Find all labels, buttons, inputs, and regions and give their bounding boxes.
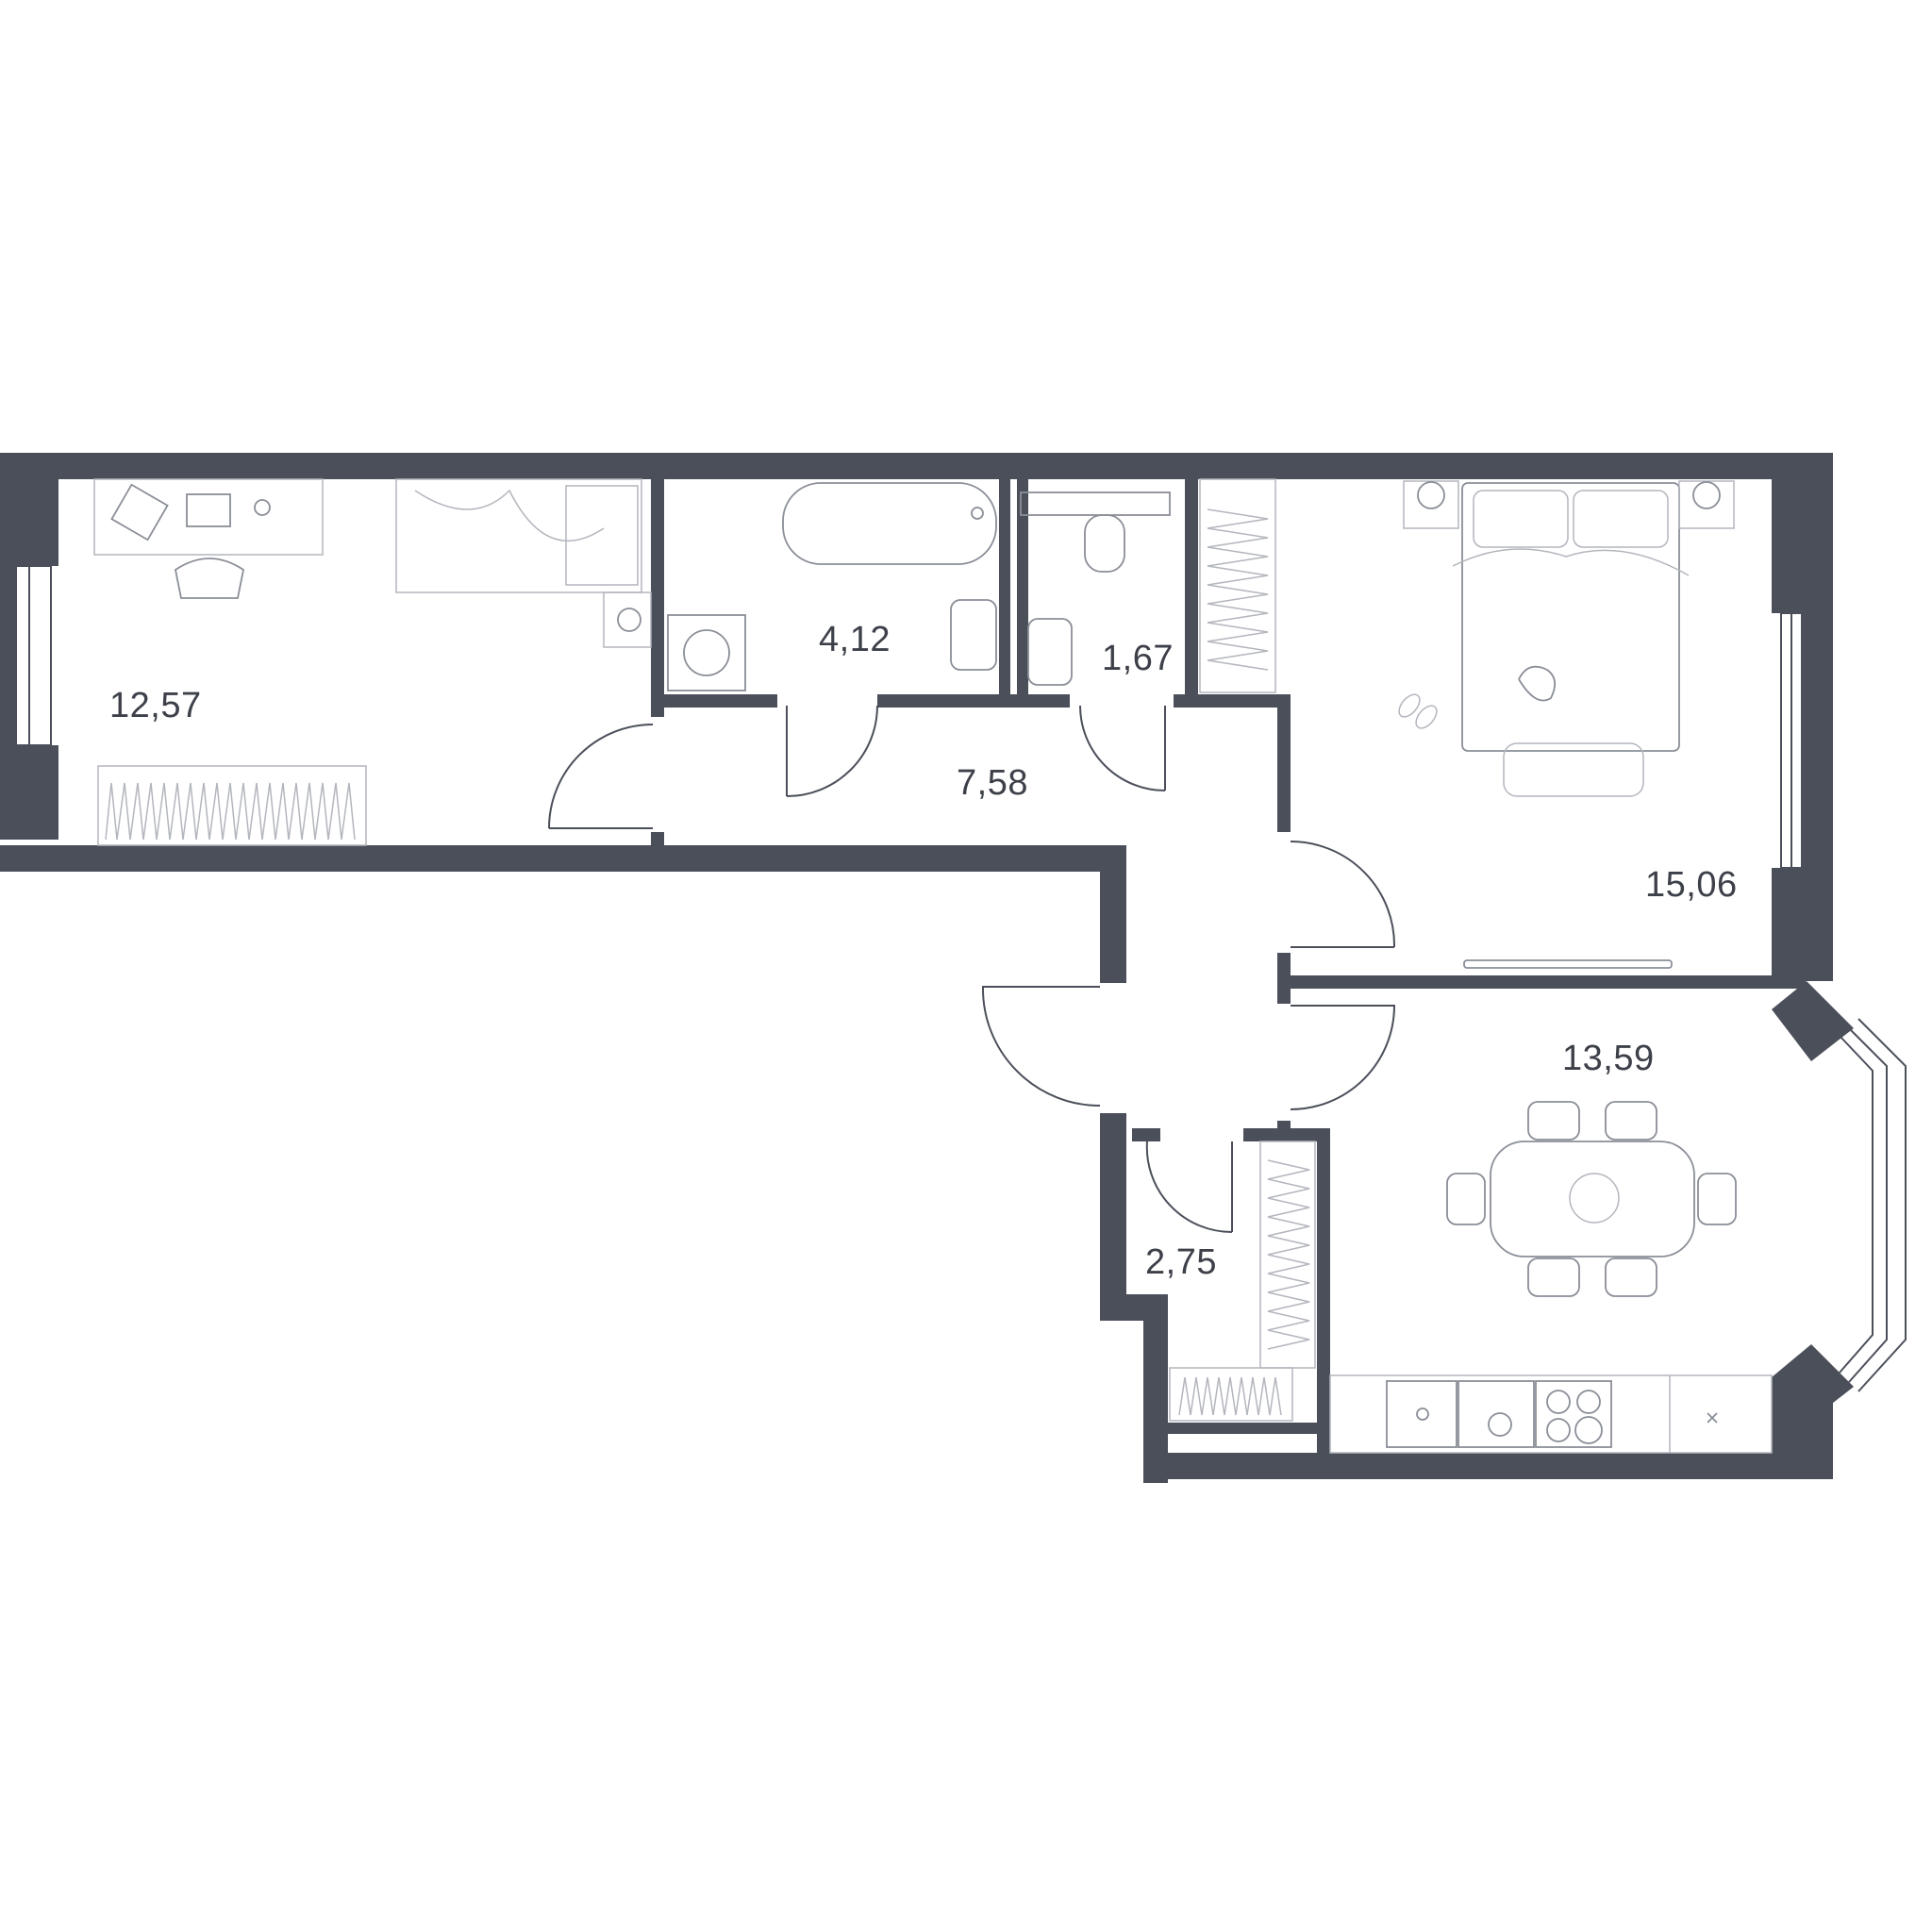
area-label-bedroom-right: 15,06	[1645, 865, 1738, 905]
area-label-storage: 2,75	[1145, 1242, 1217, 1282]
windows	[7, 565, 1907, 1392]
doors	[548, 705, 1396, 1234]
area-labels: 12,57 4,12 1,67 7,58 15,06 13,59 2,75	[109, 620, 1738, 1282]
furniture	[93, 478, 1773, 1454]
walls	[0, 453, 1854, 1483]
area-label-kitchen-living: 13,59	[1562, 1039, 1655, 1078]
area-label-bedroom-left: 12,57	[109, 686, 202, 725]
area-label-bathroom: 4,12	[819, 620, 891, 659]
area-label-hallway: 7,58	[957, 763, 1028, 803]
area-label-toilet: 1,67	[1102, 639, 1174, 678]
